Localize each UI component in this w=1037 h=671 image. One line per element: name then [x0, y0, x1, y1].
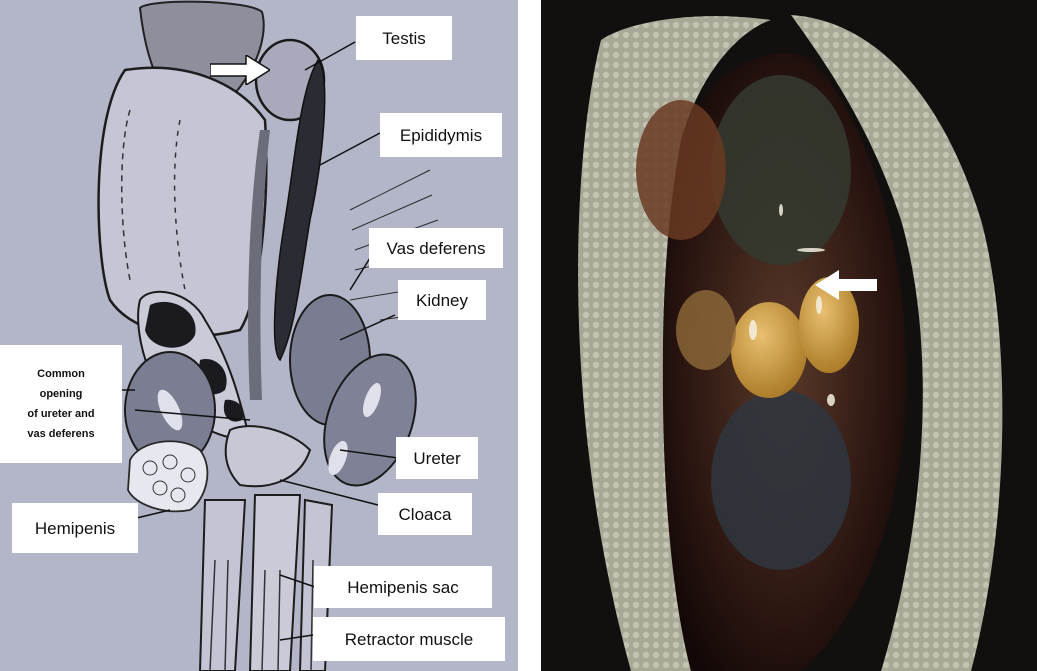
dissection-photo — [541, 0, 1037, 671]
label-common-opening-line-1: Common — [37, 369, 85, 380]
label-common-opening-line-3: of ureter and — [27, 409, 94, 420]
fat-body — [636, 100, 726, 240]
lower-organ — [711, 390, 851, 570]
label-common-opening-line-4: vas deferens — [27, 429, 94, 440]
label-kidney: Kidney — [398, 280, 486, 320]
label-testis: Testis — [356, 16, 452, 60]
anatomy-drawing-panel: Testis Epididymis Vas deferens Kidney Co… — [0, 0, 518, 671]
intestine-loop — [711, 75, 851, 265]
intestine-mass — [99, 68, 267, 336]
hemipenis-sac-center — [250, 495, 300, 671]
left-arrow-icon — [815, 270, 877, 300]
right-arrow-icon — [210, 55, 270, 85]
label-retractor-muscle: Retractor muscle — [313, 617, 505, 661]
label-common-opening-line-2: opening — [40, 389, 83, 400]
label-hemipenis: Hemipenis — [12, 503, 138, 553]
label-cloaca: Cloaca — [378, 493, 472, 535]
label-hemipenis-sac: Hemipenis sac — [314, 566, 492, 608]
label-ureter: Ureter — [396, 437, 478, 479]
label-epididymis: Epididymis — [380, 113, 502, 157]
fat-tissue — [676, 290, 736, 370]
label-vas-deferens: Vas deferens — [369, 228, 503, 268]
label-common-opening: Common opening of ureter and vas deferen… — [0, 345, 122, 463]
dissection-photo-panel — [541, 0, 1037, 671]
testis-left — [731, 302, 807, 398]
hemipenis-shape — [128, 441, 207, 511]
